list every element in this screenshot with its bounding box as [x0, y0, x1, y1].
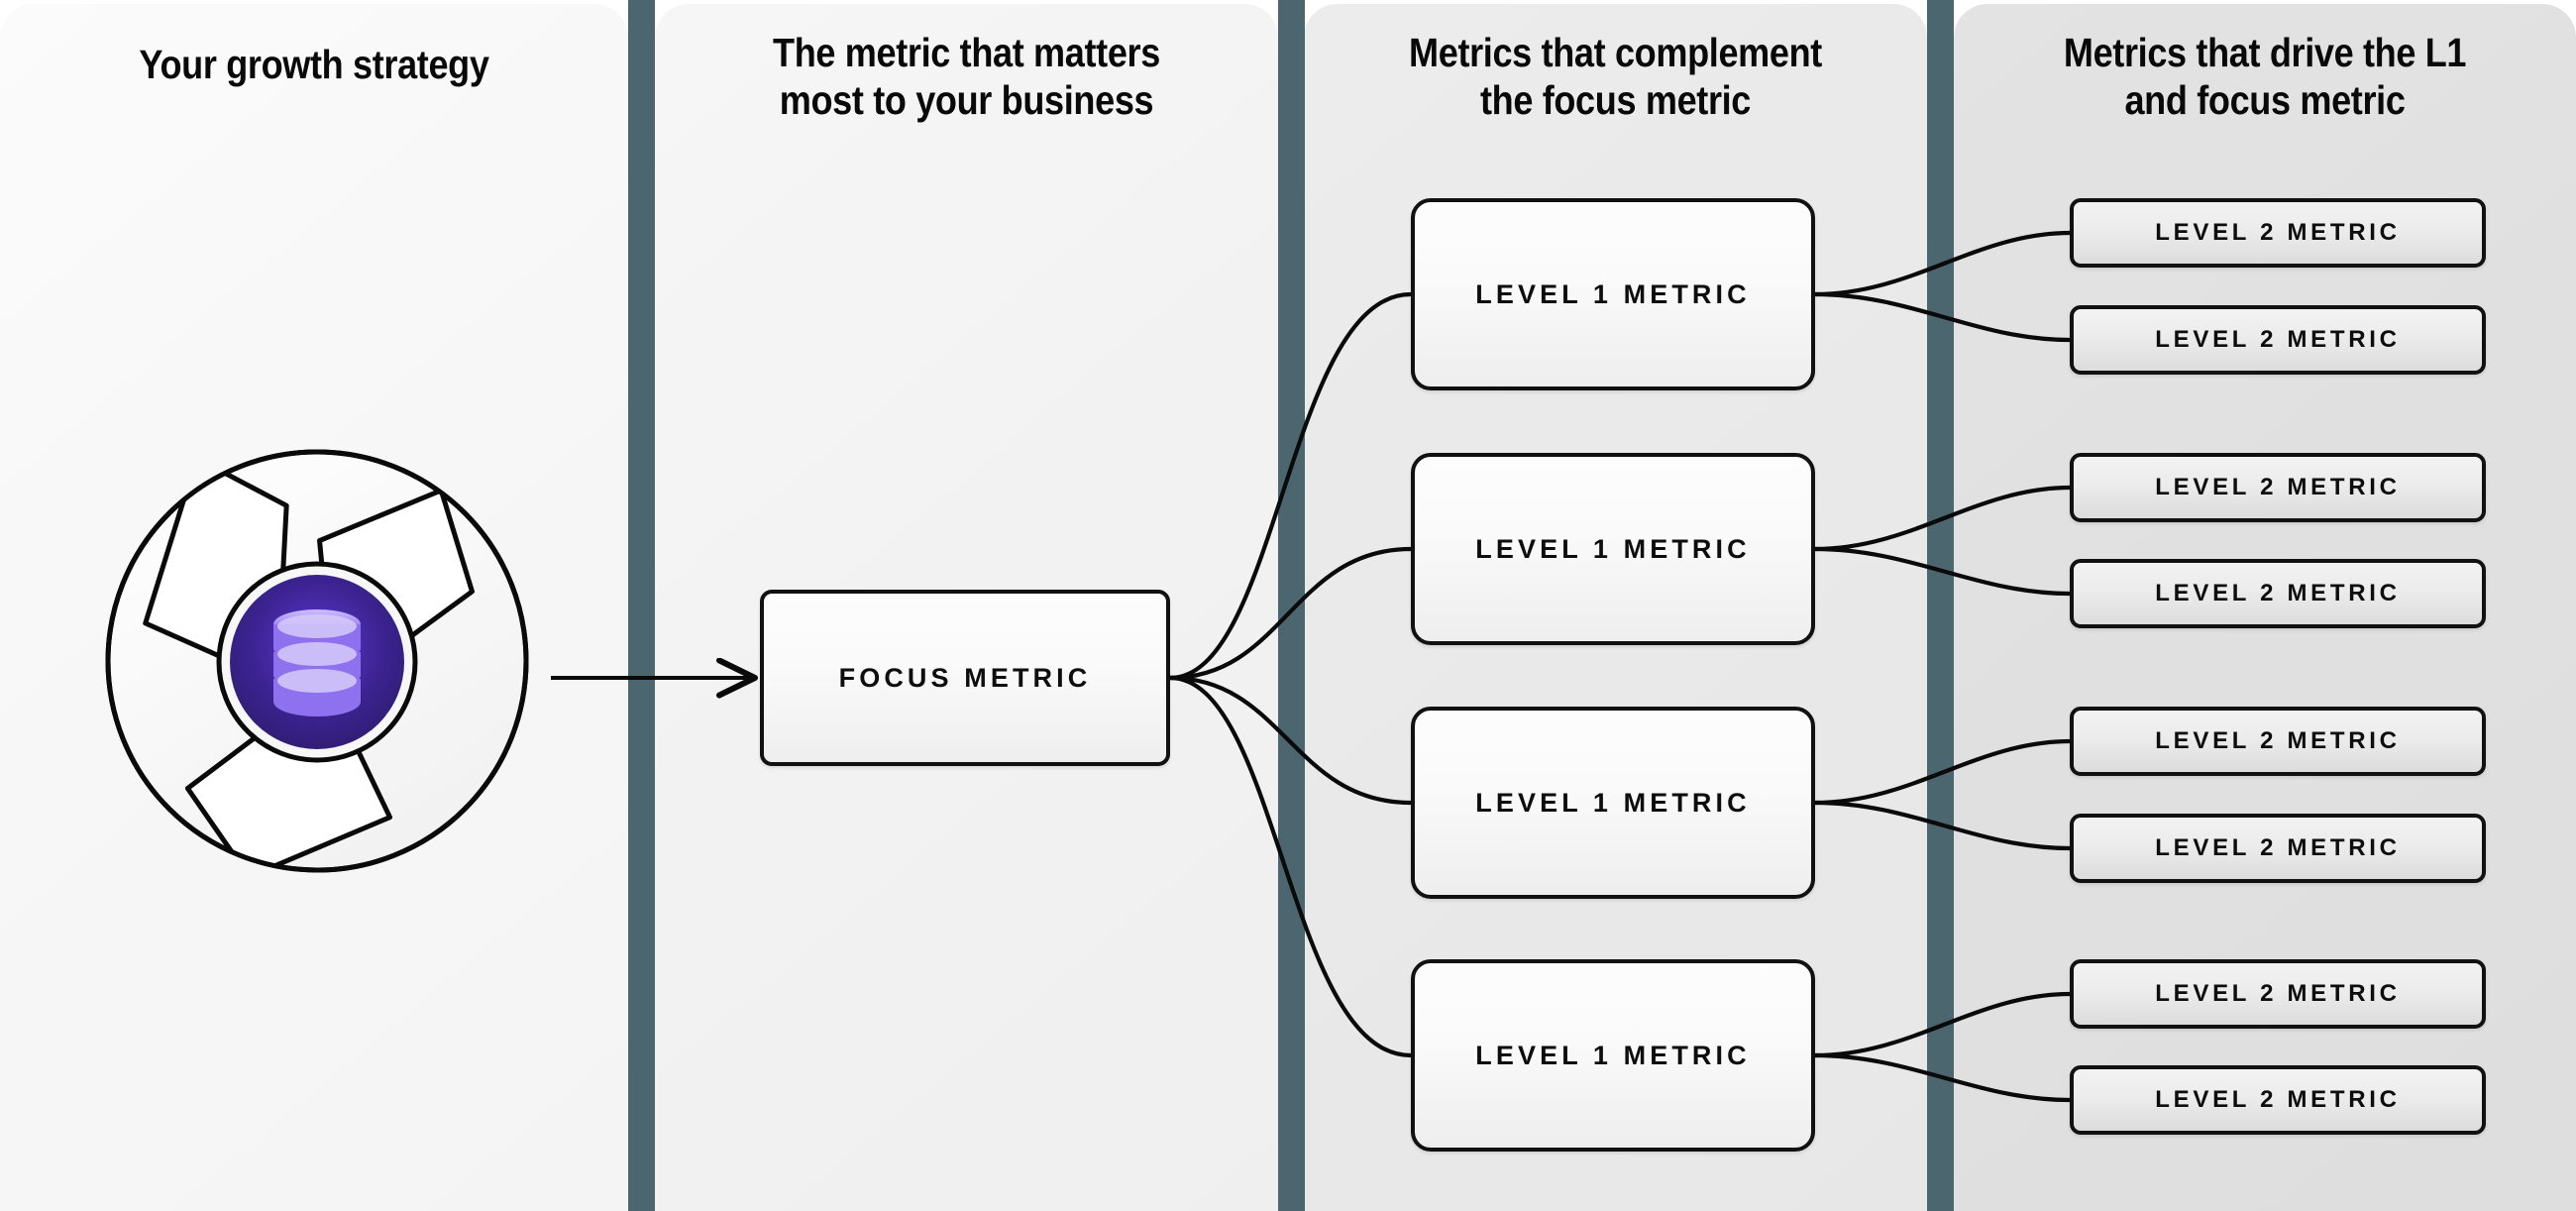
column-divider-2	[1278, 0, 1305, 1211]
aperture-database-logo	[84, 428, 550, 894]
node-label: LEVEL 2 METRIC	[2155, 474, 2401, 500]
node-label: LEVEL 2 METRIC	[2155, 326, 2401, 353]
node-level-1-metric-1[interactable]: LEVEL 1 METRIC	[1411, 198, 1815, 390]
column-title-line: most to your business	[779, 76, 1154, 123]
node-label: LEVEL 1 METRIC	[1475, 533, 1751, 564]
node-label: LEVEL 2 METRIC	[2155, 580, 2401, 606]
column-divider-3	[1927, 0, 1954, 1211]
column-title-focus-metric: The metric that matters most to your bus…	[693, 30, 1241, 124]
node-level-2-metric-1[interactable]: LEVEL 2 METRIC	[2070, 198, 2486, 268]
node-label: LEVEL 2 METRIC	[2155, 727, 2401, 754]
database-stack-icon	[273, 609, 361, 716]
node-level-2-metric-6[interactable]: LEVEL 2 METRIC	[2070, 814, 2486, 883]
node-level-1-metric-4[interactable]: LEVEL 1 METRIC	[1411, 959, 1815, 1152]
node-level-1-metric-2[interactable]: LEVEL 1 METRIC	[1411, 453, 1815, 645]
column-title-line: and focus metric	[2124, 76, 2406, 123]
column-title-level-2-metrics: Metrics that drive the L1 and focus metr…	[1991, 30, 2539, 124]
column-divider-1	[628, 0, 655, 1211]
node-level-1-metric-3[interactable]: LEVEL 1 METRIC	[1411, 707, 1815, 899]
column-title-line: The metric that matters	[773, 30, 1160, 75]
column-title-line: Metrics that complement	[1409, 30, 1822, 75]
node-label: LEVEL 2 METRIC	[2155, 219, 2401, 246]
node-level-2-metric-7[interactable]: LEVEL 2 METRIC	[2070, 959, 2486, 1029]
node-label: LEVEL 1 METRIC	[1475, 787, 1751, 818]
column-title-line: the focus metric	[1479, 76, 1752, 123]
node-focus-metric[interactable]: FOCUS METRIC	[760, 590, 1170, 766]
node-level-2-metric-2[interactable]: LEVEL 2 METRIC	[2070, 305, 2486, 375]
node-level-2-metric-4[interactable]: LEVEL 2 METRIC	[2070, 559, 2486, 628]
node-level-2-metric-3[interactable]: LEVEL 2 METRIC	[2070, 453, 2486, 522]
column-title-level-1-metrics: Metrics that complement the focus metric	[1342, 30, 1890, 124]
node-label: FOCUS METRIC	[838, 662, 1092, 693]
node-level-2-metric-5[interactable]: LEVEL 2 METRIC	[2070, 707, 2486, 776]
node-label: LEVEL 2 METRIC	[2155, 980, 2401, 1007]
node-label: LEVEL 2 METRIC	[2155, 1086, 2401, 1113]
node-label: LEVEL 1 METRIC	[1475, 278, 1751, 309]
column-title-line: Your growth strategy	[139, 42, 489, 87]
node-label: LEVEL 2 METRIC	[2155, 834, 2401, 861]
node-label: LEVEL 1 METRIC	[1475, 1040, 1751, 1070]
node-level-2-metric-8[interactable]: LEVEL 2 METRIC	[2070, 1065, 2486, 1135]
column-title-growth-strategy: Your growth strategy	[38, 42, 590, 89]
column-title-line: Metrics that drive the L1	[2063, 30, 2467, 75]
